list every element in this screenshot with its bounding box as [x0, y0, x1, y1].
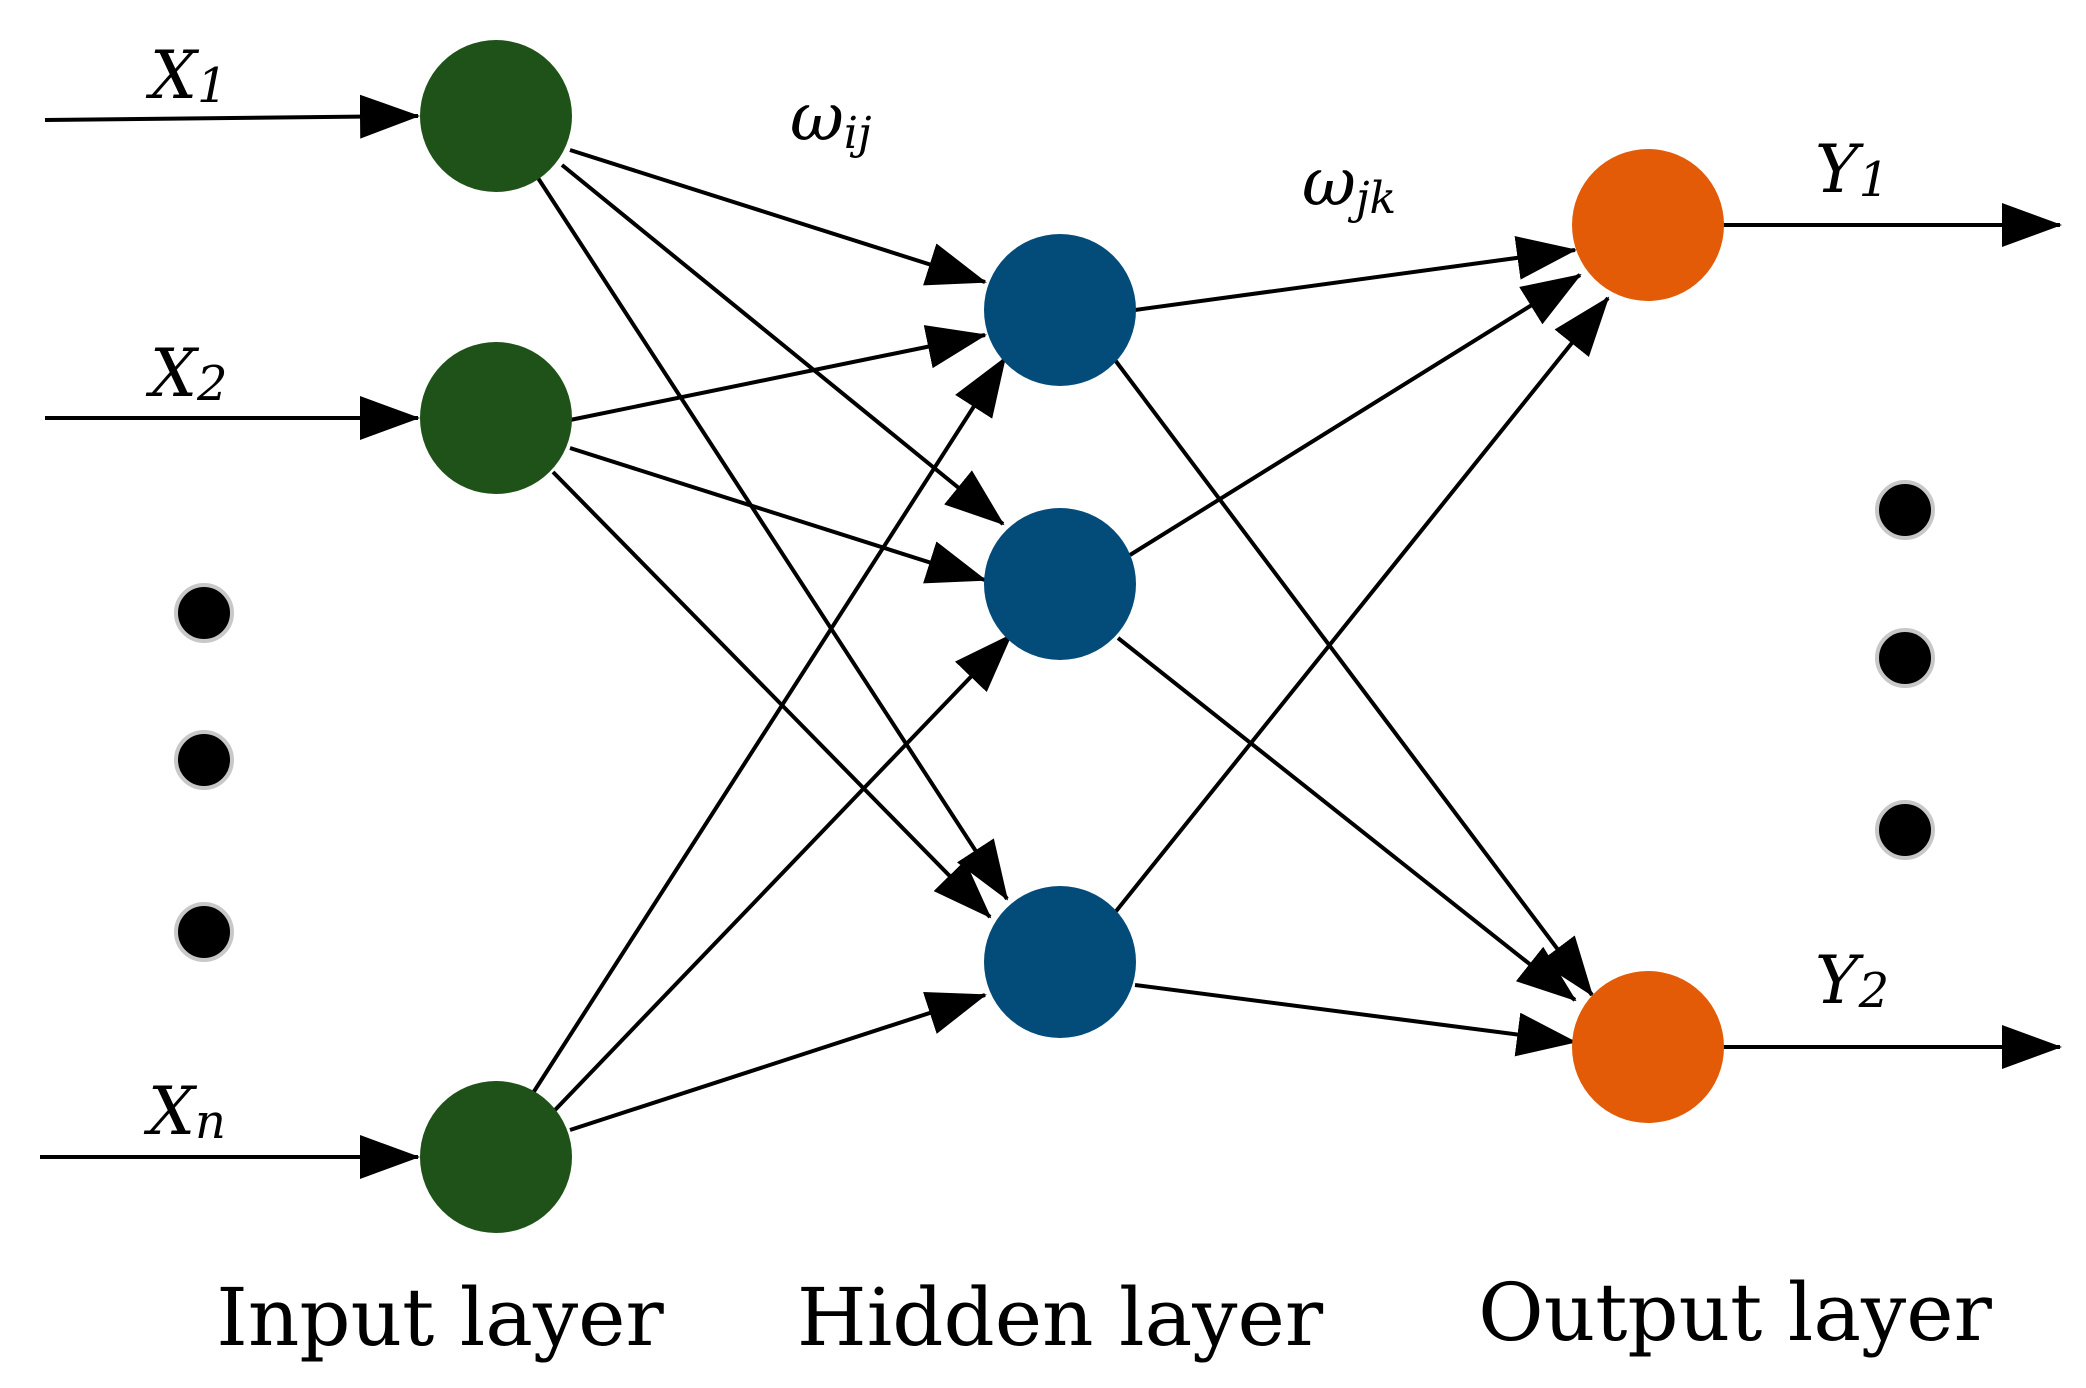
edge-i2-h3	[551, 470, 992, 919]
ellipsis-dot	[1875, 800, 1935, 860]
output-signal-arrows	[1723, 203, 2062, 1069]
output-node-1	[1572, 149, 1724, 301]
edge-h1-o2	[1113, 358, 1594, 997]
output-layer-nodes	[1572, 149, 1724, 1123]
output-node-2	[1572, 971, 1724, 1123]
ellipsis-dot	[174, 583, 234, 643]
ellipsis-dot	[174, 730, 234, 790]
output-label-letter: Y	[1815, 131, 1864, 208]
weight-subscript: jk	[1347, 173, 1396, 224]
output-layer-title: Output layer	[1478, 1266, 1992, 1359]
edge-h2-o1	[1128, 273, 1582, 557]
input-label-letter: X	[145, 335, 200, 412]
ellipsis-dot	[174, 902, 234, 962]
output-label-1: Y1	[1815, 131, 1889, 208]
input-layer-title: Input layer	[216, 1271, 664, 1364]
weight-symbol: ω	[790, 79, 844, 156]
input-label-letter: X	[143, 1073, 198, 1150]
input-label-subscript: 2	[196, 356, 228, 412]
output-label-subscript: 2	[1858, 963, 1890, 1019]
weight-label-jk: ωjk	[1302, 144, 1396, 224]
input-ellipsis-dots	[174, 583, 234, 962]
input-label-1: X1	[145, 37, 228, 114]
edge-h3-o2	[1134, 983, 1577, 1057]
input-node-1	[420, 40, 572, 192]
hidden-output-edges	[1111, 236, 1610, 1057]
input-node-n	[420, 1081, 572, 1233]
input-label-subscript: n	[195, 1094, 226, 1150]
edge-i1-h1	[569, 148, 987, 286]
edge-in-h2	[553, 633, 1013, 1112]
input-layer-nodes	[420, 40, 572, 1233]
weight-symbol: ω	[1302, 144, 1356, 221]
edge-i2-h1	[569, 325, 987, 422]
edge-h1-o1	[1134, 236, 1577, 312]
input-label-letter: X	[145, 37, 200, 114]
ellipsis-dot	[1875, 628, 1935, 688]
input-hidden-edges	[531, 148, 1013, 1132]
hidden-node-3	[984, 886, 1136, 1038]
edge-i2-h2	[569, 446, 987, 584]
input-node-2	[420, 342, 572, 494]
output-ellipsis-dots	[1875, 480, 1935, 860]
input-signal-arrows	[40, 94, 420, 1179]
edge-in-h3	[569, 992, 987, 1132]
edge-in-h1	[531, 356, 1007, 1095]
ellipsis-dot	[1875, 480, 1935, 540]
input-label-n: Xn	[143, 1073, 226, 1150]
input-label-2: X2	[145, 335, 228, 412]
input-arrow-1	[44, 94, 420, 139]
hidden-layer-title: Hidden layer	[797, 1271, 1324, 1364]
hidden-node-2	[984, 508, 1136, 660]
edge-i1-h3	[536, 176, 1009, 901]
input-label-subscript: 1	[197, 58, 228, 114]
weight-subscript: ij	[844, 108, 872, 159]
output-label-letter: Y	[1815, 942, 1864, 1019]
edge-h2-o2	[1116, 636, 1577, 1002]
hidden-node-1	[984, 234, 1136, 386]
weight-label-ij: ωij	[790, 79, 872, 159]
edge-i1-h2	[560, 163, 1005, 526]
output-label-2: Y2	[1815, 942, 1889, 1019]
edge-h3-o1	[1111, 296, 1610, 917]
output-label-subscript: 1	[1859, 152, 1890, 208]
hidden-layer-nodes	[984, 234, 1136, 1038]
